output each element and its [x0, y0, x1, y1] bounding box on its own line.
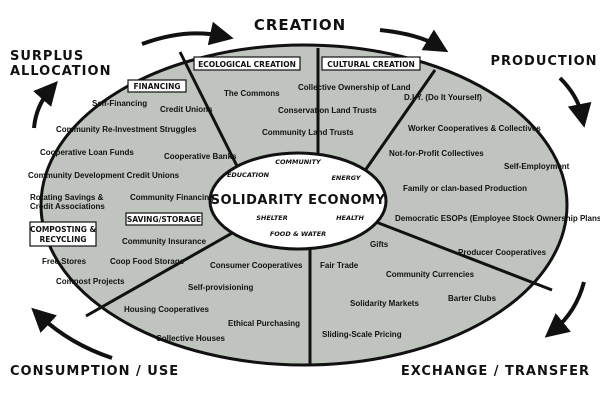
item-credit-associations: Credit Associations [30, 202, 105, 211]
item-self-financing: Self-Financing [92, 99, 147, 108]
item-community-insurance: Community Insurance [122, 237, 207, 246]
box-cultural-creation [321, 56, 421, 71]
item-self-provisioning: Self-provisioning [188, 283, 253, 292]
item-rotating-savings: Rotating Savings & [30, 193, 104, 202]
item-free-stores: Free Stores [42, 257, 87, 266]
item-conservation-land-trusts: Conservation Land Trusts [278, 106, 377, 115]
label-financing: FINANCING [134, 82, 181, 91]
item-community-dev-credit-unions: Community Development Credit Unions [28, 171, 180, 180]
label-composting-line1: COMPOSTING & [30, 225, 97, 234]
divider-consumption-financing [85, 230, 235, 318]
item-producer-cooperatives: Producer Cooperatives [458, 248, 547, 257]
box-financing [127, 79, 187, 93]
center-community: COMMUNITY [275, 158, 322, 166]
item-solidarity-markets: Solidarity Markets [350, 299, 419, 308]
item-sliding-scale-pricing: Sliding-Scale Pricing [322, 330, 402, 339]
arrow-creation-right [379, 28, 449, 53]
center-title: SOLIDARITY ECONOMY [211, 193, 386, 208]
item-gifts: Gifts [370, 240, 389, 249]
label-production: PRODUCTION [490, 54, 597, 69]
center-health: HEALTH [336, 214, 364, 222]
item-compost-projects: Compost Projects [56, 277, 125, 286]
item-credit-unions: Credit Unions [160, 105, 213, 114]
item-cooperative-banks: Cooperative Banks [164, 152, 237, 161]
item-barter-clubs: Barter Clubs [448, 294, 497, 303]
center-education: EDUCATION [227, 171, 270, 179]
item-community-reinvestment: Community Re-Investment Struggles [56, 125, 197, 134]
box-saving-storage [125, 212, 203, 226]
item-family-clan-production: Family or clan-based Production [403, 184, 527, 193]
divider-financing-ecological [178, 51, 240, 169]
item-community-currencies: Community Currencies [386, 270, 475, 279]
item-fair-trade: Fair Trade [320, 261, 359, 270]
center-ellipse [208, 151, 388, 251]
arrow-consumption [31, 307, 113, 360]
label-ecological-creation: ECOLOGICAL CREATION [198, 60, 296, 69]
label-consumption: CONSUMPTION / USE [10, 364, 179, 379]
divider-production-exchange [375, 220, 553, 292]
item-the-commons: The Commons [224, 89, 280, 98]
item-collective-ownership-land: Collective Ownership of Land [298, 83, 411, 92]
label-exchange: EXCHANGE / TRANSFER [401, 364, 590, 379]
label-surplus-line2: ALLOCATION [10, 64, 111, 79]
center-food-water: FOOD & WATER [270, 230, 326, 238]
arrow-creation-left [141, 21, 234, 46]
item-consumer-cooperatives: Consumer Cooperatives [210, 261, 303, 270]
item-not-for-profit: Not-for-Profit Collectives [389, 149, 484, 158]
label-creation: CREATION [254, 16, 346, 34]
item-housing-cooperatives: Housing Cooperatives [124, 305, 209, 314]
item-self-employment: Self-Employment [504, 162, 570, 171]
box-ecological-creation [193, 56, 301, 71]
item-worker-cooperatives: Worker Cooperatives & Collectives [408, 124, 541, 133]
arrow-production [558, 76, 592, 128]
arrow-exchange [544, 281, 586, 338]
box-composting-recycling [29, 221, 97, 247]
item-collective-houses: Collective Houses [156, 334, 225, 343]
center-energy: ENERGY [331, 174, 361, 182]
label-cultural-creation: CULTURAL CREATION [327, 60, 415, 69]
label-surplus-line1: SURPLUS [10, 49, 84, 64]
item-community-land-trusts: Community Land Trusts [262, 128, 354, 137]
arrow-surplus [32, 80, 58, 129]
divider-cultural-production [362, 69, 437, 173]
center-shelter: SHELTER [256, 214, 288, 222]
item-democratic-esops: Democratic ESOPs (Employee Stock Ownersh… [395, 214, 600, 223]
label-saving-storage: SAVING/STORAGE [127, 215, 201, 224]
item-cooperative-loan-funds: Cooperative Loan Funds [40, 148, 134, 157]
item-diy: D.I.Y. (Do It Yourself) [404, 93, 482, 102]
item-community-financing: Community Financing [130, 193, 214, 202]
item-coop-food-storage: Coop Food Storage [110, 257, 185, 266]
item-ethical-purchasing: Ethical Purchasing [228, 319, 300, 328]
label-composting-line2: RECYCLING [39, 235, 86, 244]
